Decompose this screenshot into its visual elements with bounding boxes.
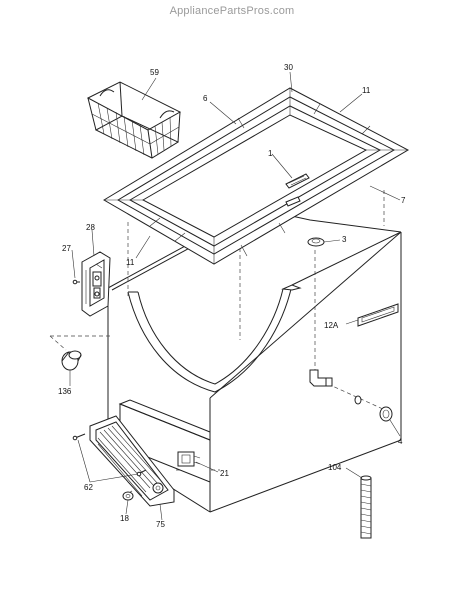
label-11-left: 11 <box>126 258 135 267</box>
label-62: 62 <box>84 483 93 492</box>
watermark: AppliancePartsPros.com <box>169 5 295 17</box>
drain-plug <box>307 237 325 247</box>
label-6: 6 <box>203 94 208 103</box>
label-1: 1 <box>268 149 273 158</box>
label-21: 21 <box>220 469 229 478</box>
label-104: 104 <box>328 463 342 472</box>
label-11-top: 11 <box>362 86 371 95</box>
spring <box>360 475 372 539</box>
washer <box>122 491 134 501</box>
basket <box>86 81 182 159</box>
hinge-screw <box>72 279 80 285</box>
label-4: 4 <box>398 437 403 446</box>
part-labels: 59 30 6 11 1 7 28 3 27 11 12A 136 4 104 … <box>58 63 406 529</box>
grille <box>89 415 175 507</box>
bumper <box>61 350 82 371</box>
label-30: 30 <box>284 63 293 72</box>
label-12A: 12A <box>324 321 339 330</box>
drain-assembly <box>309 369 393 422</box>
label-27: 27 <box>62 244 71 253</box>
label-18: 18 <box>120 514 129 523</box>
grille-screws <box>72 433 147 477</box>
lid-frame <box>103 87 410 265</box>
label-7: 7 <box>401 196 406 205</box>
label-3: 3 <box>342 235 347 244</box>
leader-lines <box>69 71 401 521</box>
label-28: 28 <box>86 223 95 232</box>
label-59: 59 <box>150 68 159 77</box>
label-136: 136 <box>58 387 72 396</box>
hinge <box>81 251 111 317</box>
label-75: 75 <box>156 520 165 529</box>
